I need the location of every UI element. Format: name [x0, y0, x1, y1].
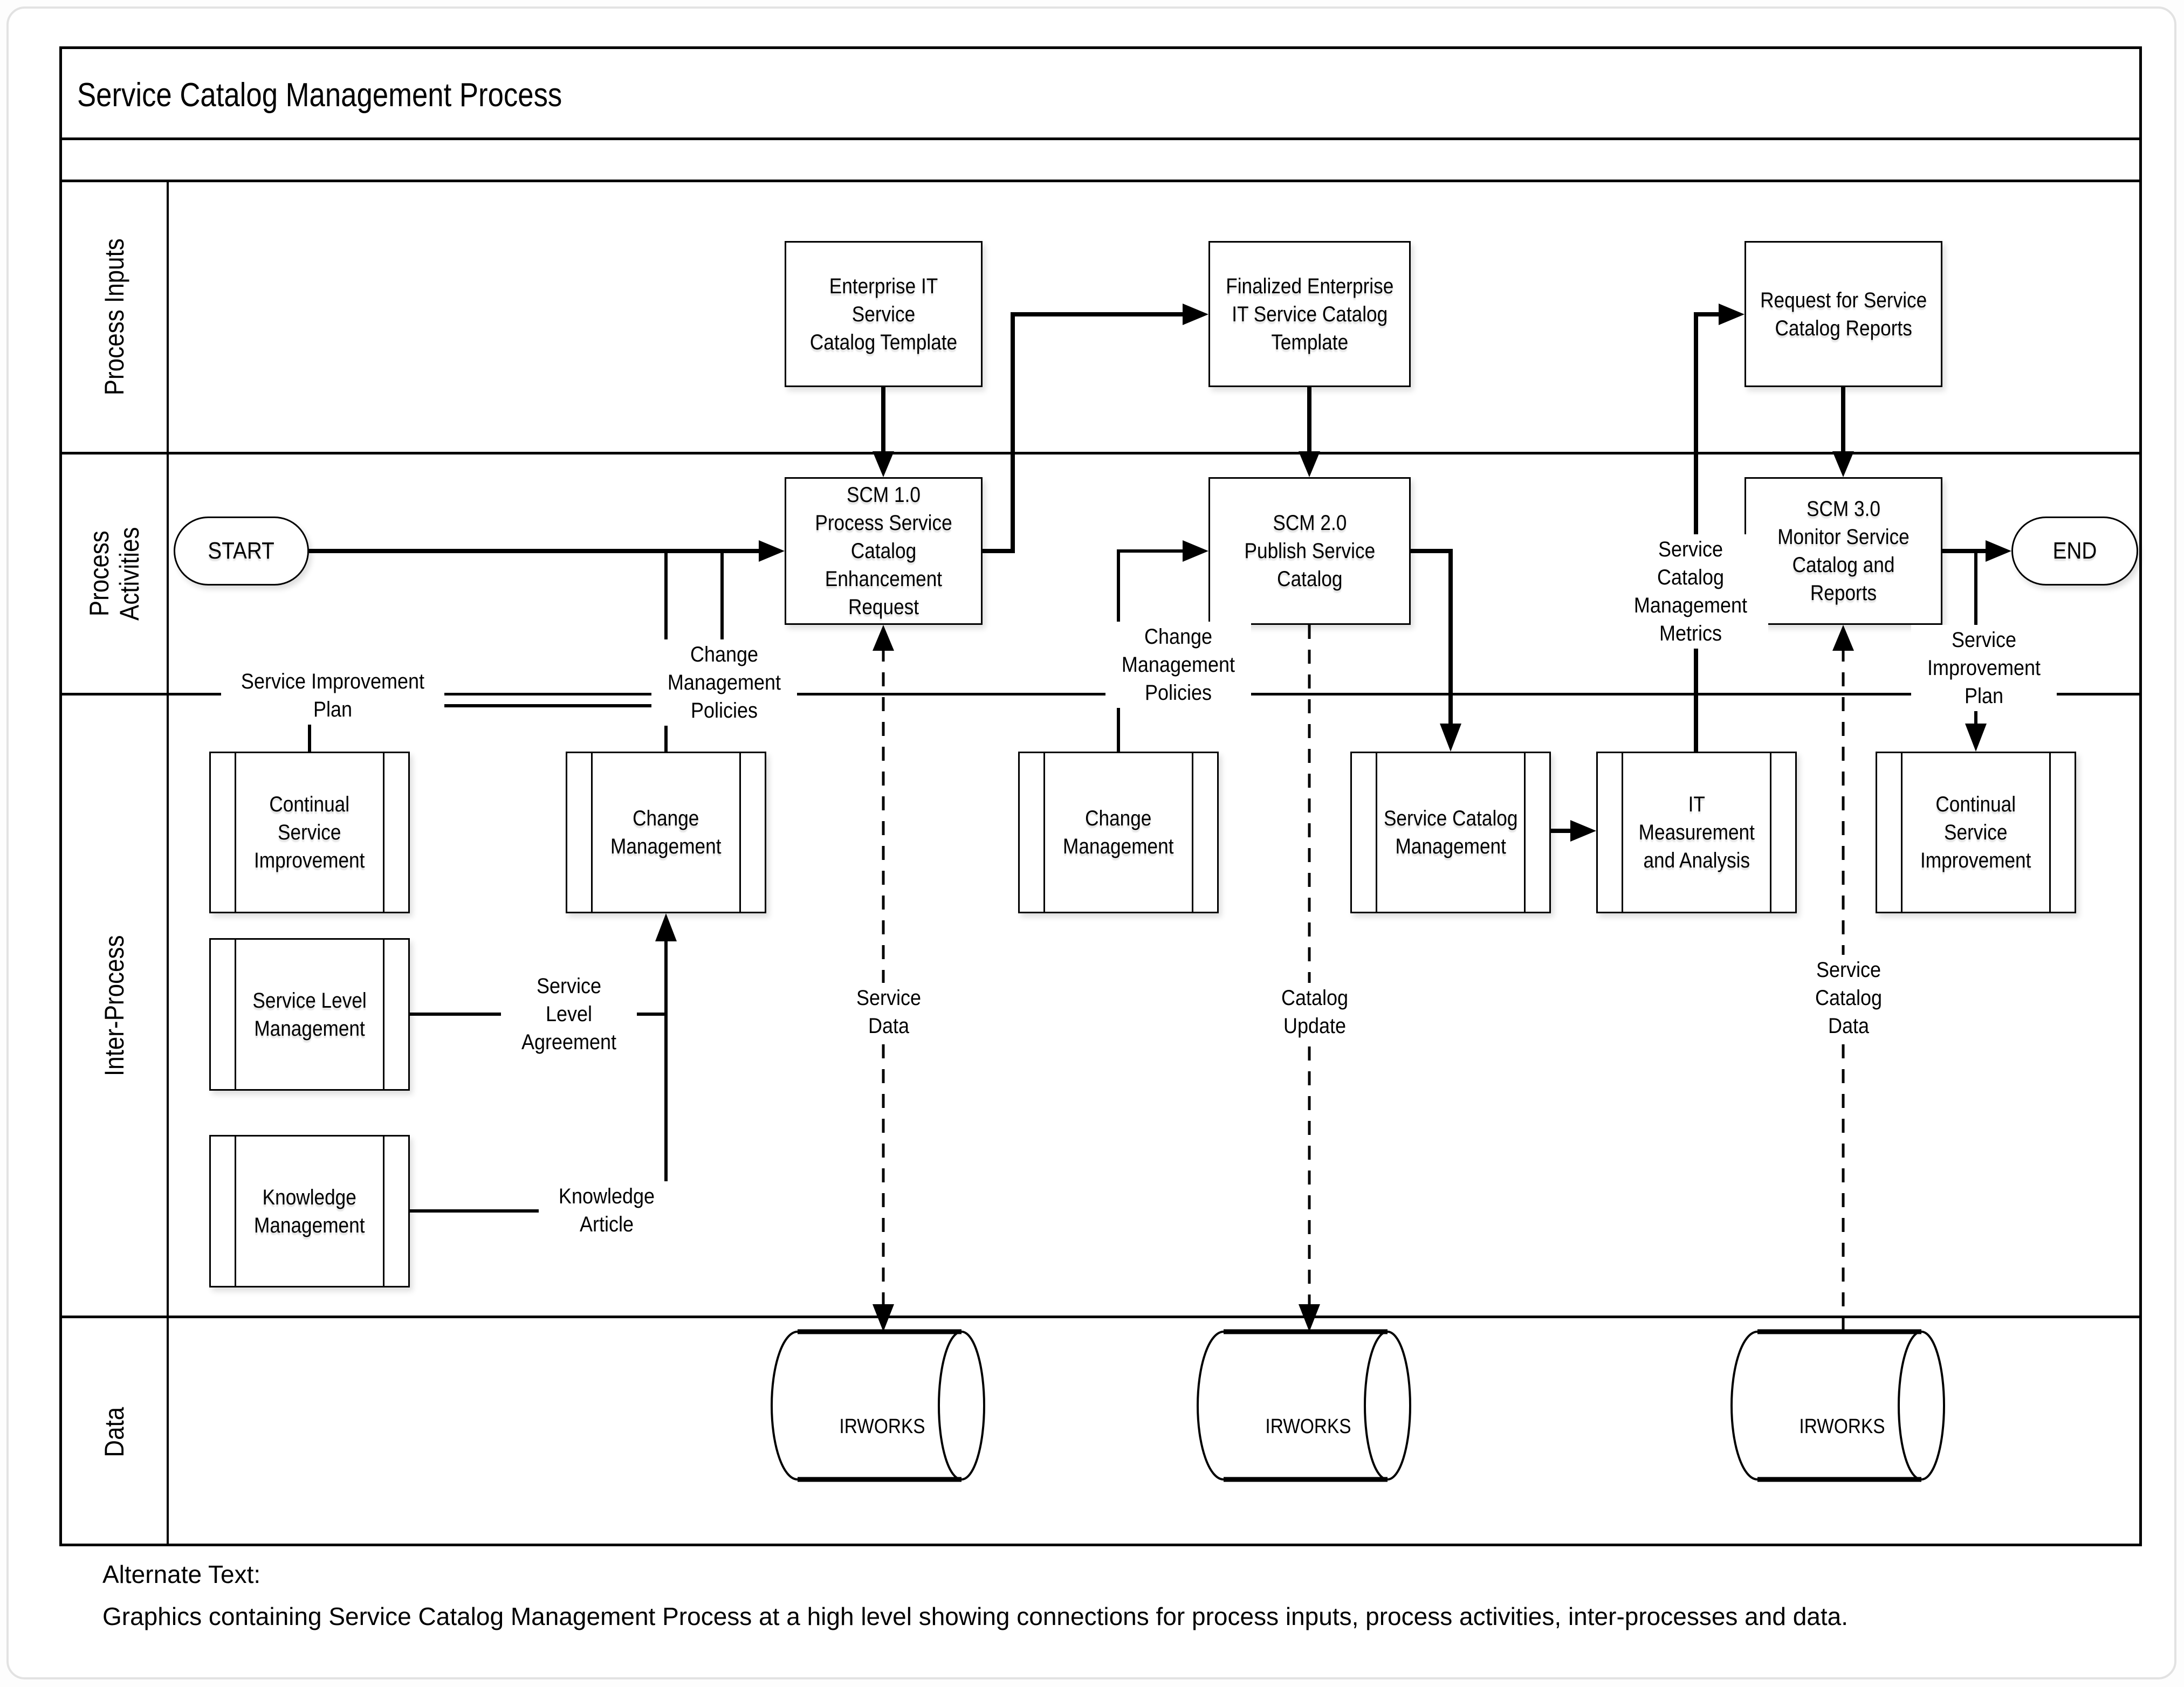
subprocess-bar — [235, 753, 236, 912]
node-label: Enterprise IT Service Catalog Template — [809, 274, 958, 354]
datastore-label-irworks-2: IRWORKS — [1265, 1415, 1351, 1438]
line-service-improvement-plan-left — [308, 551, 724, 752]
node-finalized-enterprise-it-service-catalog-template: Finalized Enterprise IT Service Catalog … — [1208, 241, 1411, 387]
arrow-metrics-to-request — [1694, 304, 1745, 752]
node-change-management-mid: Change Management — [1018, 752, 1219, 913]
node-label: Knowledge Management — [254, 1185, 365, 1237]
node-label: Request for Service Catalog Reports — [1760, 288, 1927, 340]
subprocess-bar — [235, 940, 236, 1089]
flow-label-change-management-policies-left: Change Management Policies — [651, 639, 797, 726]
node-end-terminator: END — [2011, 517, 2138, 586]
node-label: START — [208, 538, 275, 564]
node-scm-2-0: SCM 2.0 Publish Service Catalog — [1208, 477, 1411, 625]
node-label: SCM 3.0 Monitor Service Catalog and Repo… — [1777, 497, 1910, 605]
subprocess-bar — [591, 753, 593, 912]
node-label: END — [2052, 538, 2097, 564]
dashed-scm1-irworks — [873, 625, 894, 1332]
subprocess-bar — [383, 753, 384, 912]
arrow-scm2-to-service-catalog-management — [1411, 549, 1461, 752]
flow-label-change-management-policies-mid: Change Management Policies — [1105, 622, 1251, 708]
arrow-finalized-to-scm2 — [1299, 387, 1320, 477]
subprocess-bar — [1043, 753, 1045, 912]
datastore-label-irworks-3: IRWORKS — [1799, 1415, 1885, 1438]
node-label: Continual Service Improvement — [1920, 793, 2031, 872]
connector-layer — [308, 304, 2011, 1482]
node-label: Continual Service Improvement — [254, 793, 365, 872]
subprocess-bar — [235, 1137, 236, 1286]
subprocess-bar — [383, 1137, 384, 1286]
arrow-template-to-scm1 — [873, 387, 894, 477]
node-continual-service-improvement-left: Continual Service Improvement — [209, 752, 410, 913]
flow-label-knowledge-article: Knowledge Article — [539, 1181, 675, 1240]
node-change-management-left: Change Management — [566, 752, 766, 913]
lane-divider-inter-data — [62, 1316, 2139, 1318]
lane-divider-inputs-activities — [62, 452, 2139, 455]
node-label: IT Measurement and Analysis — [1638, 793, 1755, 872]
flow-label-service-data: Service Data — [826, 983, 952, 1041]
arrow-start-to-scm1 — [309, 540, 785, 562]
arrow-scm3-to-end — [1942, 540, 2011, 562]
node-service-level-management: Service Level Management — [209, 938, 410, 1091]
datastore-irworks-3 — [1730, 1329, 1945, 1482]
subprocess-bar — [1901, 753, 1903, 912]
swimlane-frame: Service Catalog Management Process Proce… — [59, 46, 2142, 1546]
band-divider-line — [62, 180, 2139, 182]
node-knowledge-management: Knowledge Management — [209, 1135, 410, 1287]
node-scm-1-0: SCM 1.0 Process Service Catalog Enhancem… — [785, 477, 983, 625]
node-label: Service Level Management — [252, 988, 367, 1041]
footer: Alternate Text: Graphics containing Serv… — [102, 1559, 2098, 1631]
node-scm-3-0: SCM 3.0 Monitor Service Catalog and Repo… — [1745, 477, 1942, 625]
arrow-scm1-to-finalized — [983, 304, 1208, 553]
datastore-label-irworks-1: IRWORKS — [839, 1415, 925, 1438]
node-label: Change Management — [1063, 807, 1174, 858]
node-enterprise-it-service-catalog-template: Enterprise IT Service Catalog Template — [785, 241, 983, 387]
node-label: Change Management — [610, 807, 722, 858]
flow-label-service-catalog-management-metrics: Service Catalog Management Metrics — [1613, 534, 1768, 649]
lane-label-column-divider — [167, 182, 169, 1546]
node-label: Service Catalog Management — [1383, 807, 1518, 858]
dashed-irworks-scm3 — [1832, 625, 1854, 1340]
footer-caption: Graphics containing Service Catalog Mana… — [102, 1602, 1849, 1630]
subprocess-bar — [739, 753, 741, 912]
flow-label-service-improvement-plan-right: Service Improvement Plan — [1911, 625, 2057, 711]
subprocess-bar — [1770, 753, 1771, 912]
datastore-irworks-2 — [1197, 1329, 1411, 1482]
dashed-scm2-irworks — [1299, 625, 1320, 1332]
flow-label-service-improvement-plan-left: Service Improvement Plan — [221, 666, 444, 725]
arrow-request-to-scm3 — [1832, 387, 1854, 477]
node-label: Finalized Enterprise IT Service Catalog … — [1225, 274, 1394, 354]
flow-label-service-level-agreement: Service Level Agreement — [501, 971, 637, 1057]
datastore-irworks-1 — [771, 1329, 985, 1482]
arrow-scm-management-to-it-measurement — [1551, 820, 1596, 842]
subprocess-bar — [1376, 753, 1377, 912]
node-label: SCM 2.0 Publish Service Catalog — [1244, 511, 1375, 591]
subprocess-bar — [383, 940, 384, 1089]
subprocess-bar — [2049, 753, 2051, 912]
footer-heading: Alternate Text: — [102, 1560, 261, 1588]
subprocess-bar — [1192, 753, 1193, 912]
node-label: SCM 1.0 Process Service Catalog Enhancem… — [815, 483, 952, 619]
node-service-catalog-management: Service Catalog Management — [1350, 752, 1551, 913]
lane-divider-activities-inter — [62, 693, 2139, 696]
node-it-measurement-and-analysis: IT Measurement and Analysis — [1596, 752, 1797, 913]
flow-label-catalog-update: Catalog Update — [1252, 983, 1378, 1041]
diagram-title: Service Catalog Management Process — [77, 76, 562, 114]
flow-label-service-catalog-data: Service Catalog Data — [1785, 955, 1912, 1041]
node-continual-service-improvement-right: Continual Service Improvement — [1876, 752, 2076, 913]
title-divider-line — [62, 137, 2139, 140]
subprocess-bar — [1622, 753, 1623, 912]
node-request-for-service-catalog-reports: Request for Service Catalog Reports — [1745, 241, 1942, 387]
node-start-terminator: START — [174, 517, 309, 586]
subprocess-bar — [1524, 753, 1526, 912]
